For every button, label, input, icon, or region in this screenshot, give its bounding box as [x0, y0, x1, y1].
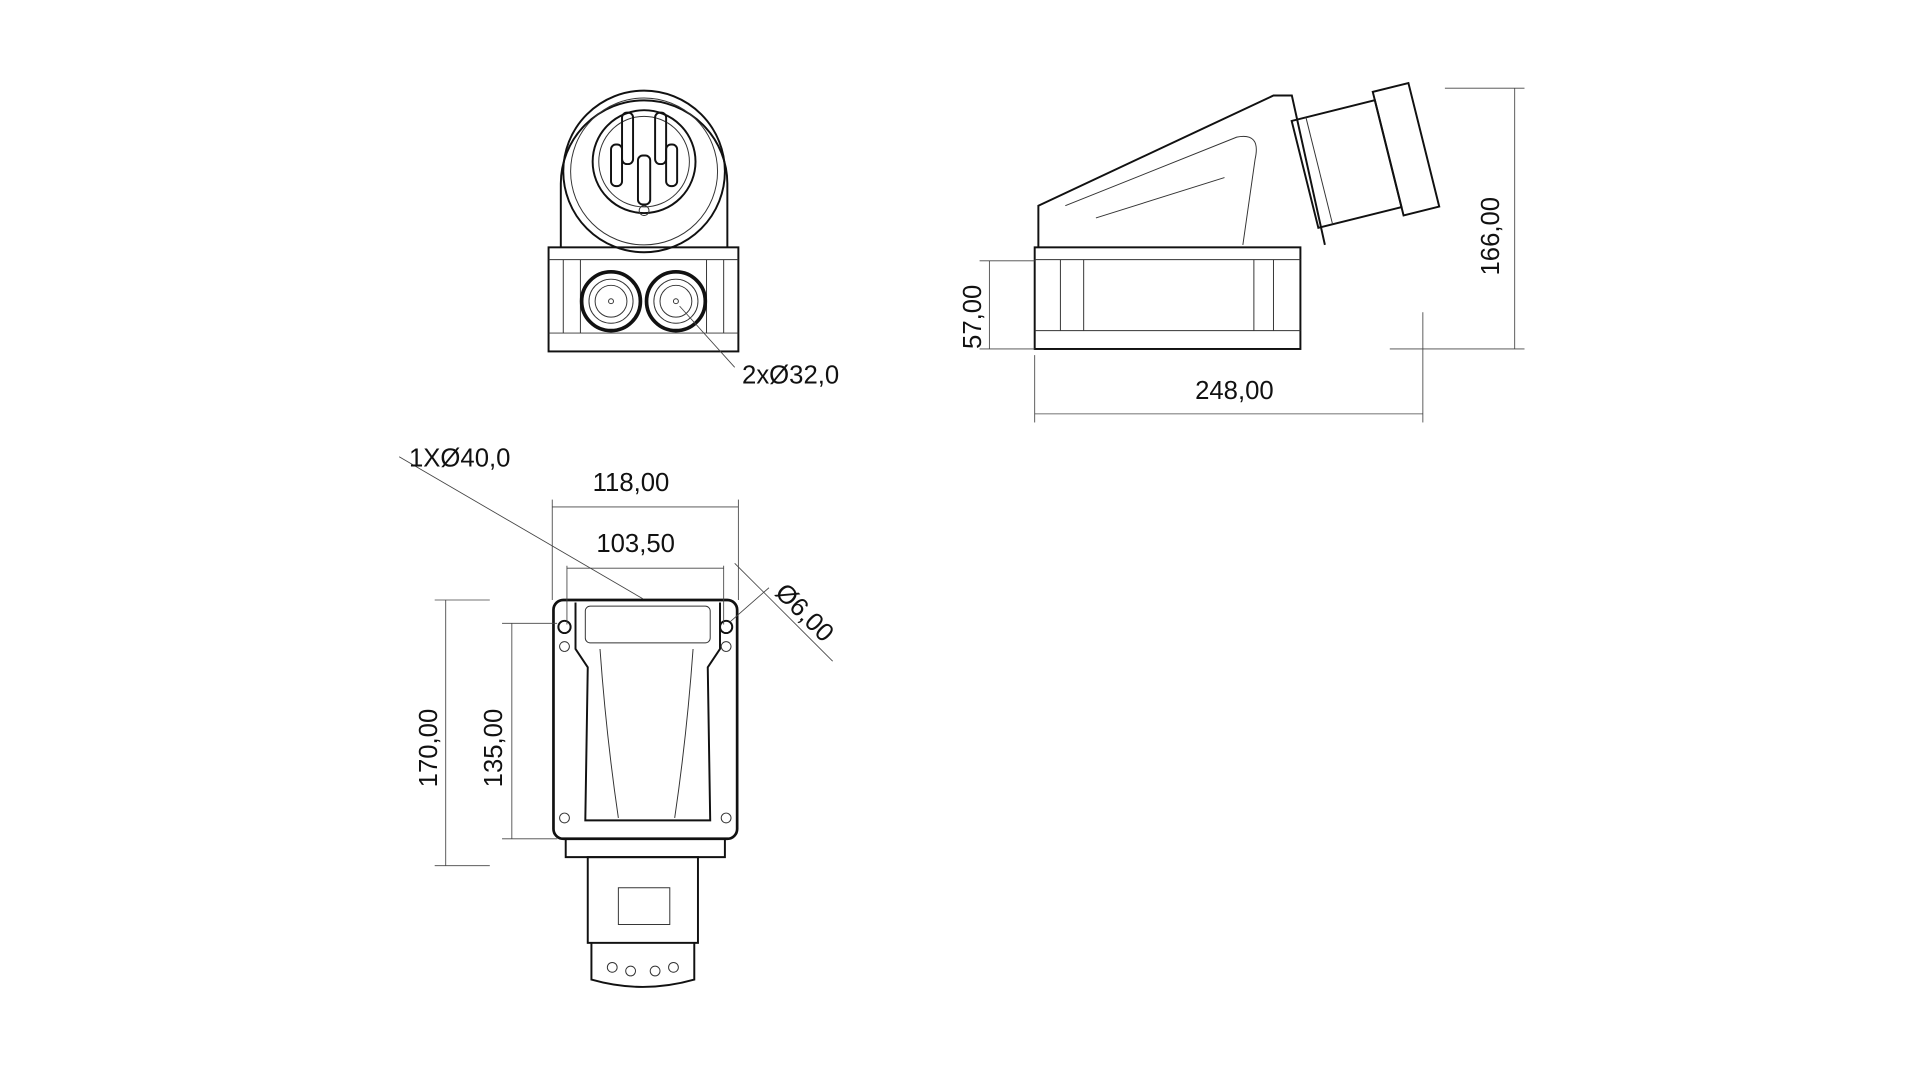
front-view: 2xØ32,0: [547, 89, 839, 389]
entry-diameter-label: 1XØ40,0: [409, 445, 510, 473]
gland-diameter-label: 2xØ32,0: [742, 361, 839, 389]
outer-width-label: 118,00: [593, 469, 670, 497]
hole-diameter-label: Ø6,00: [770, 578, 839, 647]
outer-height-label: 170,00: [415, 709, 443, 788]
side-height-label: 166,00: [1477, 197, 1505, 276]
hole-spacing-label: 103,50: [596, 530, 675, 558]
top-view: 1XØ40,0 118,00 103,50 Ø6,00 170,00 135,0…: [398, 445, 839, 988]
cable-gland-left: [579, 270, 643, 333]
length-label: 248,00: [1195, 377, 1274, 405]
cable-gland-right: [644, 270, 708, 333]
hole-height-label: 135,00: [480, 709, 508, 788]
base-height-label: 57,00: [959, 285, 987, 349]
side-view: 166,00 57,00 248,00: [959, 81, 1525, 423]
